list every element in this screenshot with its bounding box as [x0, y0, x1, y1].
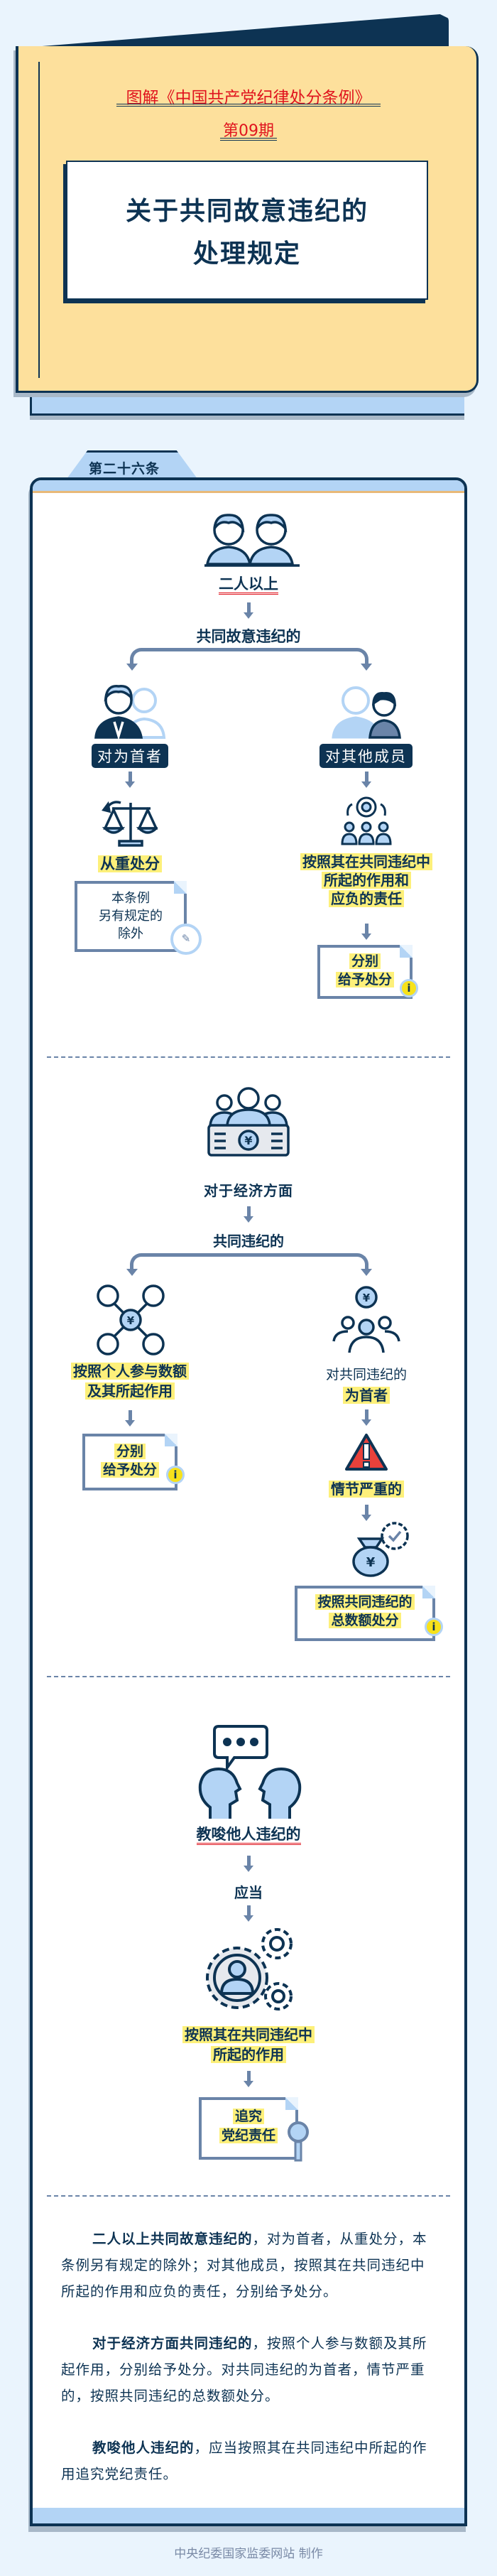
instigation-heads-icon — [198, 1725, 302, 1819]
arrow-down-icon — [244, 1905, 253, 1922]
individual-amount-text: 按照个人参与数额及其所起作用 — [23, 1361, 236, 1401]
role-responsibility-text: 按照其在共同违纪中所起的作用和应负的责任 — [260, 853, 473, 908]
svg-text:¥: ¥ — [127, 1314, 135, 1327]
svg-text:¥: ¥ — [363, 1292, 371, 1304]
article-card — [30, 477, 467, 2526]
arrow-down-icon — [244, 602, 253, 619]
other-members-icon — [332, 686, 401, 739]
summary-paragraph: 对于经济方面共同违纪的，按照个人参与数额及其所起作用，分别给予处分。对共同违纪的… — [61, 2335, 427, 2404]
joint-violation-label: 共同违纪的 — [213, 1233, 284, 1250]
arrow-down-icon — [361, 924, 371, 940]
instigation-label: 教唆他人违纪的 — [0, 1823, 497, 1845]
divider — [47, 1676, 450, 1677]
total-amount-box: 按照共同违纪的总数额处分 — [295, 1586, 435, 1641]
title-line-2: 处理规定 — [192, 239, 301, 269]
arrow-down-icon — [361, 1409, 371, 1426]
leader-label: 对为首者 — [92, 744, 168, 768]
money-bag-check-icon: ¥ — [352, 1522, 409, 1577]
heavier-punishment: 从重处分 — [0, 853, 260, 874]
arrow-down-icon — [244, 1856, 253, 1872]
leader-label: 为首者 — [260, 1384, 473, 1405]
money-leader-icon: ¥ — [332, 1286, 400, 1353]
divider — [47, 2195, 450, 2197]
gears-person-icon — [206, 1928, 293, 2011]
other-members-label: 对其他成员 — [320, 744, 413, 768]
money-network-icon: ¥ — [97, 1284, 165, 1355]
info-icon: i — [166, 1466, 185, 1484]
separate-punishment-box: 分别给予处分 — [82, 1434, 178, 1490]
arrow-down-icon — [361, 1505, 371, 1521]
leader-person-icon — [94, 685, 166, 739]
role-text: 按照其在共同违纪中所起的作用 — [0, 2025, 497, 2064]
title-box: 关于共同故意违纪的 处理规定 — [66, 161, 428, 300]
arrow-down-icon — [244, 2071, 253, 2087]
title-line-1: 关于共同故意违纪的 — [125, 197, 368, 226]
magnifier-icon — [288, 2121, 309, 2162]
team-gear-icon — [341, 796, 392, 845]
joint-intentional-label: 共同故意违纪的 — [196, 628, 301, 645]
arrow-down-icon — [361, 772, 371, 788]
info-icon: i — [425, 1618, 443, 1636]
scales-heavier-icon — [102, 801, 158, 847]
serious-circumstances: 情节严重的 — [260, 1478, 473, 1498]
summary-paragraph: 二人以上共同故意违纪的，对为首者，从重处分，本条例另有规定的除外；对其他成员，按… — [61, 2231, 427, 2300]
svg-text:¥: ¥ — [366, 1555, 376, 1570]
branch-arrow-icon — [126, 1253, 372, 1276]
exception-note: 本条例 另有规定的 除外 — [75, 881, 187, 952]
arrow-down-icon — [125, 772, 135, 788]
warning-icon — [345, 1434, 388, 1471]
branch-arrow-icon — [126, 648, 372, 671]
summary-paragraph: 教唆他人违纪的，应当按照其在共同违纪中所起的作用追究党纪责任。 — [61, 2440, 427, 2482]
issue-number: 第09期 — [223, 122, 274, 140]
accountability-box: 追究党纪责任 — [199, 2097, 298, 2160]
edit-pencil-icon: ✎ — [170, 924, 202, 955]
two-people-icon — [204, 514, 300, 567]
separate-punishment-box: 分别给予处分 — [317, 945, 413, 999]
article-label: 第二十六条 — [89, 461, 160, 477]
arrow-down-icon — [125, 1410, 135, 1427]
two-or-more-label: 二人以上 — [0, 573, 497, 595]
group-money-icon: ¥ — [207, 1087, 290, 1157]
should-label: 应当 — [234, 1884, 263, 1901]
joint-violation-pre: 对共同违纪的 — [325, 1367, 407, 1382]
divider — [47, 1056, 450, 1058]
arrow-down-icon — [244, 1206, 253, 1223]
footer-credit: 中央纪委国家监委网站 制作 — [174, 2547, 323, 2561]
svg-text:¥: ¥ — [244, 1134, 252, 1147]
economic-aspect-label: 对于经济方面 — [204, 1182, 293, 1199]
info-icon: i — [400, 979, 418, 997]
